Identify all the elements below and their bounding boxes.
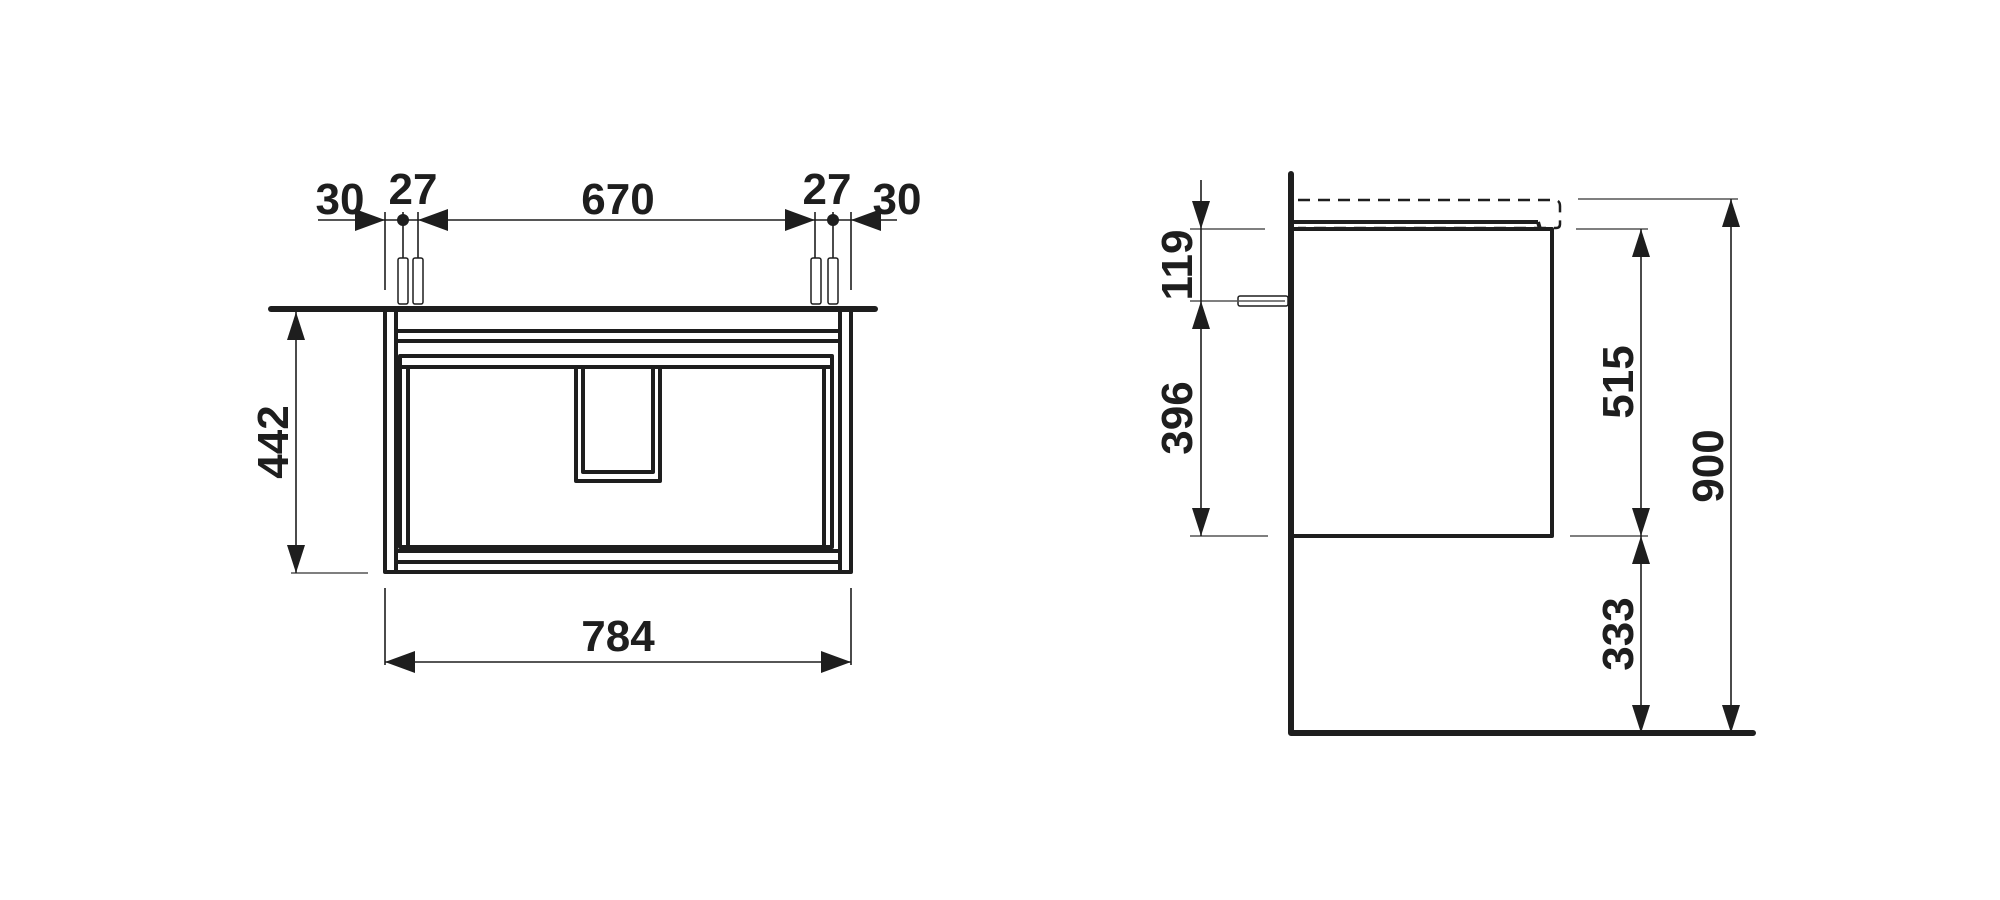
width-dimension: 784 xyxy=(384,588,852,673)
height-dimension: 442 xyxy=(249,312,368,574)
dim-width: 784 xyxy=(581,612,655,661)
dim-floor-clearance: 333 xyxy=(1594,597,1643,670)
front-view: 30 27 670 27 30 xyxy=(249,165,921,673)
dim-right-margin: 30 xyxy=(873,175,922,224)
dim-right-fixing-gap: 27 xyxy=(803,165,852,214)
right-dimension-chain: 515 333 xyxy=(1570,228,1650,733)
side-view: 119 396 515 333 900 xyxy=(1153,171,1756,736)
dim-cabinet-height: 515 xyxy=(1594,345,1643,418)
basin-outline-dashed xyxy=(1294,198,1562,230)
dim-height: 442 xyxy=(249,405,298,478)
total-height-dimension: 900 xyxy=(1578,198,1740,733)
drawer xyxy=(398,354,834,549)
dim-fixing-to-bottom: 396 xyxy=(1153,381,1202,454)
fixing-point-left xyxy=(397,214,409,226)
dim-top-to-fixing: 119 xyxy=(1153,230,1202,301)
top-dimension-chain: 30 27 670 27 30 xyxy=(316,165,922,300)
cabinet-front xyxy=(383,312,853,574)
left-dimension-chain: 119 396 xyxy=(1153,180,1285,537)
wall-and-floor xyxy=(1288,171,1756,736)
wall-plug-icon xyxy=(397,257,839,305)
fixing-point-right xyxy=(827,214,839,226)
dim-left-fixing-gap: 27 xyxy=(389,165,438,214)
dim-fixing-span: 670 xyxy=(581,175,654,224)
cabinet-side xyxy=(1294,227,1554,538)
dim-total-height: 900 xyxy=(1684,429,1733,502)
dim-left-margin: 30 xyxy=(316,175,365,224)
siphon-cutout xyxy=(574,367,662,483)
